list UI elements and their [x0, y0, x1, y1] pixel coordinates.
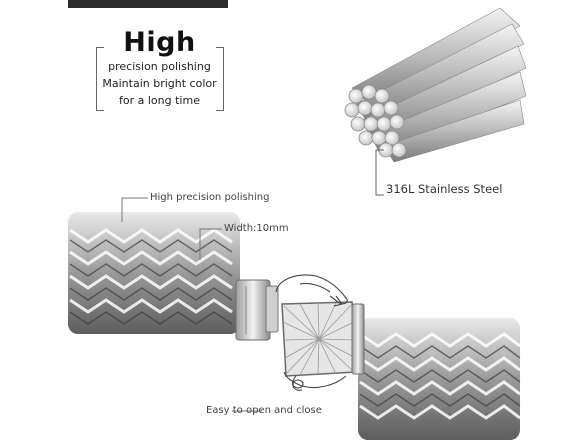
chain-left-icon [68, 212, 240, 334]
hand-bottom-icon [283, 371, 347, 391]
polishing-callout-line [121, 197, 148, 222]
promo-left-bracket [96, 47, 104, 111]
promo-line-3: for a long time [119, 94, 200, 107]
steel-rods-icon [344, 7, 527, 163]
sunburst-clasp-icon [281, 301, 365, 377]
polishing-label: High precision polishing [150, 192, 270, 203]
clasp-left-icon [235, 279, 279, 341]
hand-top-icon [275, 274, 348, 307]
promo-headline: High [123, 27, 196, 58]
width-callout-line [199, 228, 222, 260]
promo-text-block: High precision polishing Maintain bright… [97, 28, 222, 114]
material-label: 316L Stainless Steel [386, 182, 503, 196]
clasp-label: Easy to open and close [206, 405, 322, 416]
chain-right-icon [358, 318, 521, 440]
callout-lines [121, 197, 262, 412]
promo-line-1: precision polishing [108, 60, 211, 73]
material-bracket [375, 149, 384, 196]
top-accent-bar [68, 0, 228, 8]
promo-right-bracket [216, 47, 224, 111]
promo-line-2: Maintain bright color [102, 77, 217, 90]
width-label: Width:10mm [224, 223, 289, 234]
